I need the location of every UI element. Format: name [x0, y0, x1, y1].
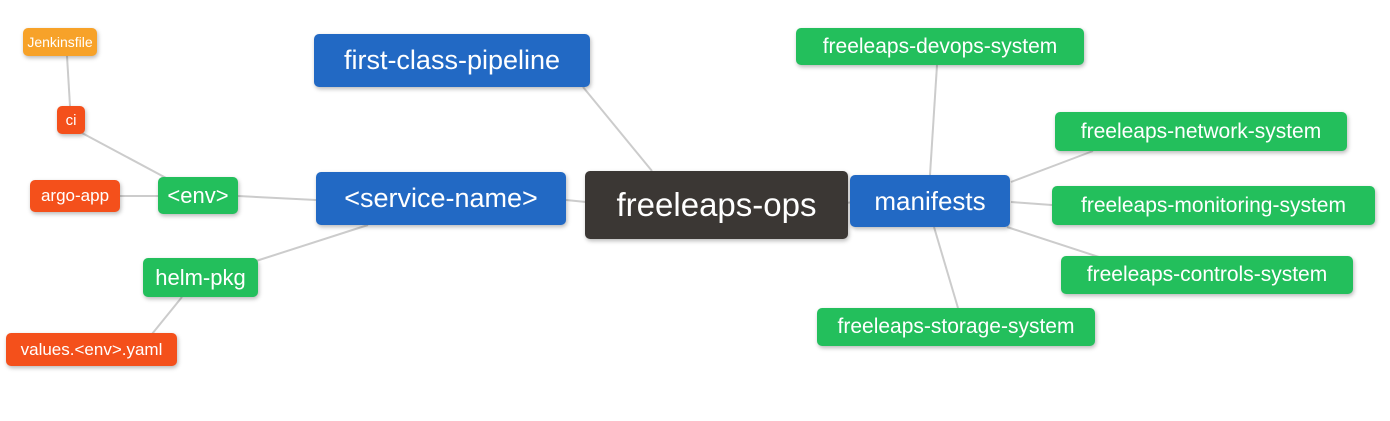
node-helm-pkg[interactable]: helm-pkg [143, 258, 258, 297]
node-label-argo-app: argo-app [40, 186, 110, 205]
node-label-ci: ci [65, 111, 77, 129]
edge-env--service-name [237, 195, 317, 201]
node-ci[interactable]: ci [57, 106, 85, 134]
node-label-values-env-yaml: values.<env>.yaml [20, 339, 163, 359]
node-label-service-name: <service-name> [344, 183, 538, 213]
edge-first-class-pipeline--freeleaps-ops [582, 86, 653, 172]
node-freeleaps-devops-system[interactable]: freeleaps-devops-system [796, 28, 1084, 65]
node-label-freeleaps-storage-system: freeleaps-storage-system [837, 315, 1075, 338]
edge-helm-pkg--service-name [255, 224, 369, 262]
node-freeleaps-controls-system[interactable]: freeleaps-controls-system [1061, 256, 1353, 294]
edge-manifests--freeleaps-monitoring-system [1010, 201, 1053, 206]
node-label-manifests: manifests [874, 185, 986, 216]
edge-manifests--freeleaps-network-system [1010, 150, 1094, 183]
node-label-first-class-pipeline: first-class-pipeline [343, 45, 561, 75]
node-jenkinsfile[interactable]: Jenkinsfile [23, 28, 97, 56]
edge-manifests--freeleaps-controls-system [1006, 226, 1106, 260]
node-label-freeleaps-ops: freeleaps-ops [616, 186, 817, 223]
node-argo-app[interactable]: argo-app [30, 180, 120, 212]
edge-service-name--freeleaps-ops [565, 199, 587, 203]
node-service-name[interactable]: <service-name> [316, 172, 566, 225]
node-label-freeleaps-controls-system: freeleaps-controls-system [1086, 263, 1328, 286]
node-freeleaps-network-system[interactable]: freeleaps-network-system [1055, 112, 1347, 151]
node-label-freeleaps-monitoring-system: freeleaps-monitoring-system [1081, 193, 1346, 217]
node-label-env: <env> [167, 182, 229, 208]
node-freeleaps-monitoring-system[interactable]: freeleaps-monitoring-system [1052, 186, 1375, 225]
node-label-freeleaps-network-system: freeleaps-network-system [1080, 119, 1322, 143]
node-label-helm-pkg: helm-pkg [155, 264, 246, 290]
node-first-class-pipeline[interactable]: first-class-pipeline [314, 34, 590, 87]
node-freeleaps-storage-system[interactable]: freeleaps-storage-system [817, 308, 1095, 346]
edge-manifests--freeleaps-storage-system [933, 226, 959, 309]
edge-values-env-yaml--helm-pkg [151, 296, 183, 335]
node-env[interactable]: <env> [158, 177, 238, 214]
edge-ci--env [81, 132, 169, 180]
node-manifests[interactable]: manifests [850, 175, 1010, 227]
node-label-jenkinsfile: Jenkinsfile [27, 34, 93, 50]
node-label-freeleaps-devops-system: freeleaps-devops-system [822, 34, 1058, 58]
node-values-env-yaml[interactable]: values.<env>.yaml [6, 333, 177, 366]
edge-manifests--freeleaps-devops-system [929, 64, 938, 176]
edge-jenkinsfile--ci [66, 55, 71, 107]
node-freeleaps-ops[interactable]: freeleaps-ops [585, 171, 848, 239]
